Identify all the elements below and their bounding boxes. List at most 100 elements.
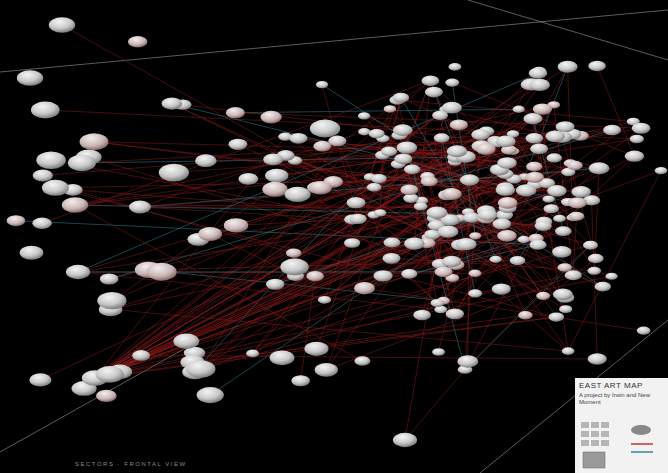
link-line xyxy=(95,110,446,378)
node-ellipsoid xyxy=(36,152,66,169)
link-line xyxy=(40,201,421,380)
node-ellipsoid xyxy=(383,237,400,247)
node-ellipsoid xyxy=(529,79,550,91)
node-ellipsoid xyxy=(603,125,621,136)
legend-line xyxy=(631,451,653,453)
link-line xyxy=(95,243,427,378)
legend-cube xyxy=(583,452,605,468)
node-ellipsoid xyxy=(404,164,420,174)
node-ellipsoid xyxy=(450,119,468,130)
node-ellipsoid xyxy=(434,133,450,142)
link-line xyxy=(95,245,461,378)
node-ellipsoid xyxy=(543,195,555,202)
node-ellipsoid xyxy=(369,129,385,138)
node-ellipsoid xyxy=(404,238,425,250)
link-line xyxy=(95,138,442,378)
node-ellipsoid xyxy=(291,375,310,386)
link-line xyxy=(78,157,466,272)
node-ellipsoid xyxy=(546,153,562,162)
node-ellipsoid xyxy=(354,282,375,294)
node-ellipsoid xyxy=(33,169,53,181)
node-ellipsoid xyxy=(393,124,413,136)
node-ellipsoid xyxy=(448,63,461,71)
node-ellipsoid xyxy=(344,238,360,248)
node-ellipsoid xyxy=(226,107,245,118)
node-ellipsoid xyxy=(286,248,302,257)
node-ellipsoid xyxy=(371,174,387,183)
node-ellipsoid xyxy=(315,363,338,377)
node-ellipsoid xyxy=(432,348,445,356)
link-line xyxy=(380,155,382,213)
node-ellipsoid xyxy=(17,70,43,86)
node-ellipsoid xyxy=(393,93,410,103)
link-line xyxy=(95,158,554,378)
node-ellipsoid xyxy=(526,162,542,172)
node-ellipsoid xyxy=(517,236,530,243)
node-ellipsoid xyxy=(238,173,258,185)
node-ellipsoid xyxy=(374,209,386,216)
node-ellipsoid xyxy=(306,271,323,281)
link-line xyxy=(486,131,568,172)
link-line xyxy=(140,207,508,209)
node-ellipsoid xyxy=(318,296,331,304)
link-line xyxy=(95,171,661,378)
node-ellipsoid xyxy=(543,204,558,213)
node-ellipsoid xyxy=(588,353,607,364)
link-line xyxy=(95,180,470,378)
link-line xyxy=(430,81,590,246)
node-ellipsoid xyxy=(553,215,566,222)
link-line xyxy=(326,81,430,370)
link-line xyxy=(275,191,557,284)
node-ellipsoid xyxy=(468,289,482,297)
node-ellipsoid xyxy=(583,241,598,250)
link-line xyxy=(73,190,380,213)
links xyxy=(16,25,661,440)
link-line xyxy=(95,243,352,378)
node-ellipsoid xyxy=(285,187,311,202)
node-ellipsoid xyxy=(280,259,308,276)
legend-box xyxy=(591,431,599,437)
node-ellipsoid xyxy=(198,227,222,241)
node-ellipsoid xyxy=(382,253,400,264)
node-ellipsoid xyxy=(129,201,151,214)
node-ellipsoid xyxy=(146,263,176,281)
legend-box xyxy=(581,422,589,428)
node-ellipsoid xyxy=(469,232,481,239)
link-line xyxy=(465,172,568,370)
link-line xyxy=(513,134,594,271)
link-line xyxy=(95,191,557,378)
link-line xyxy=(468,212,568,351)
link-line xyxy=(95,109,542,378)
node-ellipsoid xyxy=(270,350,295,365)
link-line xyxy=(407,148,465,370)
node-ellipsoid xyxy=(553,288,573,300)
node-ellipsoid xyxy=(289,133,307,144)
node-ellipsoid xyxy=(529,240,546,250)
link-line xyxy=(295,160,444,271)
node-ellipsoid xyxy=(400,184,418,195)
node-ellipsoid xyxy=(558,61,578,73)
node-ellipsoid xyxy=(518,311,532,319)
link-line xyxy=(437,200,591,303)
link-line xyxy=(390,109,566,309)
node-ellipsoid xyxy=(567,161,583,170)
node-ellipsoid xyxy=(425,87,443,98)
node-ellipsoid xyxy=(358,112,370,119)
node-ellipsoid xyxy=(316,81,328,88)
node-ellipsoid xyxy=(97,292,126,309)
link-line xyxy=(140,168,599,207)
node-ellipsoid xyxy=(132,350,150,361)
node-ellipsoid xyxy=(367,183,382,192)
link-line xyxy=(172,104,295,161)
node-ellipsoid xyxy=(478,209,498,221)
node-ellipsoid xyxy=(394,153,412,164)
node-ellipsoid xyxy=(266,279,285,290)
node-ellipsoid xyxy=(655,167,668,174)
link-line xyxy=(95,183,547,378)
node-ellipsoid xyxy=(68,155,96,172)
node-ellipsoid xyxy=(304,342,328,356)
node-ellipsoid xyxy=(523,113,542,124)
link-line xyxy=(573,216,576,275)
node-ellipsoid xyxy=(496,184,515,195)
link-line xyxy=(95,170,500,378)
